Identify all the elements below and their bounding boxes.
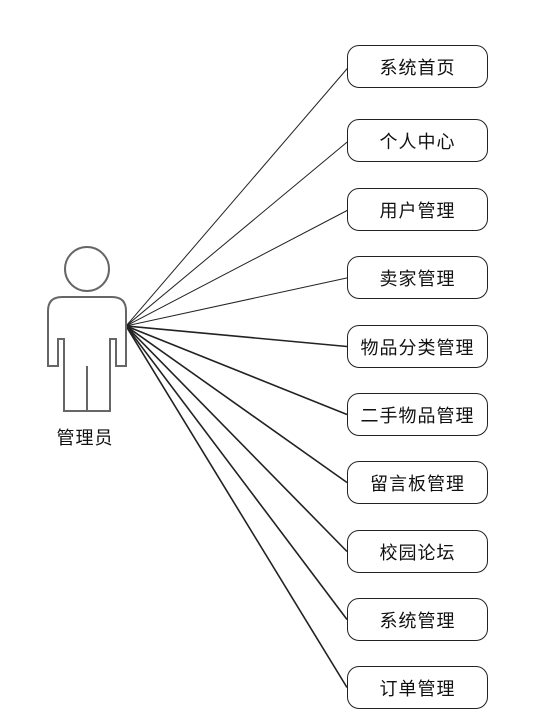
connector-line bbox=[125, 66, 350, 327]
use-case-system-management[interactable]: 系统管理 bbox=[347, 598, 488, 641]
connector-line bbox=[125, 277, 350, 327]
use-case-message-board[interactable]: 留言板管理 bbox=[347, 461, 488, 504]
use-case-campus-forum[interactable]: 校园论坛 bbox=[347, 530, 488, 573]
use-case-personal-center[interactable]: 个人中心 bbox=[347, 119, 488, 162]
use-case-category-management[interactable]: 物品分类管理 bbox=[347, 325, 488, 368]
actor-body bbox=[47, 296, 127, 412]
use-case-secondhand-items[interactable]: 二手物品管理 bbox=[347, 393, 488, 436]
use-case-system-home[interactable]: 系统首页 bbox=[347, 45, 488, 88]
connector-line bbox=[125, 325, 348, 484]
connector-line bbox=[125, 325, 348, 620]
connector-line bbox=[125, 325, 348, 416]
connector-line bbox=[125, 325, 348, 553]
actor-figure bbox=[47, 246, 127, 412]
connector-lines bbox=[125, 66, 350, 688]
use-case-user-management[interactable]: 用户管理 bbox=[347, 188, 488, 231]
actor-label: 管理员 bbox=[56, 428, 114, 449]
use-case-seller-management[interactable]: 卖家管理 bbox=[347, 256, 488, 299]
connector-line bbox=[125, 209, 350, 327]
use-case-order-management[interactable]: 订单管理 bbox=[347, 666, 488, 709]
connector-line bbox=[125, 325, 348, 348]
connector-line bbox=[125, 140, 350, 327]
connector-line bbox=[125, 325, 348, 688]
actor-head bbox=[64, 246, 110, 292]
